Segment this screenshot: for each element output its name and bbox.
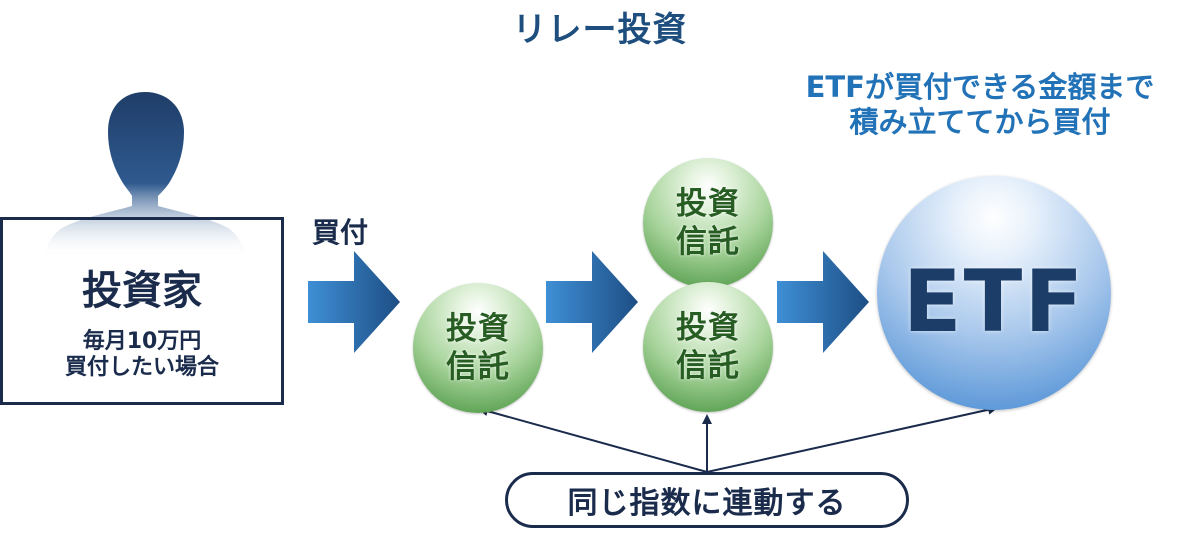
- etf-note: ETFが買付できる金額まで 積み立ててから買付: [760, 70, 1200, 140]
- fund-label-line-1: 投資: [446, 311, 510, 347]
- etf-note-line-2: 積み立ててから買付: [849, 105, 1111, 139]
- investor-label: 投資家: [82, 268, 202, 314]
- fund-circle-1: 投資 信託: [413, 283, 543, 413]
- same-index-box: 同じ指数に連動する: [505, 472, 909, 528]
- buy-label: 買付: [312, 216, 369, 249]
- etf-note-line-1: ETFが買付できる金額まで: [805, 70, 1155, 104]
- fund-label-line-1: 投資: [676, 186, 740, 222]
- flow-arrow-1: [308, 251, 400, 353]
- same-index-label: 同じ指数に連動する: [567, 486, 847, 521]
- fund-label-line-2: 信託: [676, 224, 740, 260]
- connector-to-etf: [706, 404, 998, 473]
- investor-silhouette-icon: [44, 92, 246, 258]
- investor-amount-text: 毎月10万円: [82, 329, 202, 354]
- etf-circle: ETF: [877, 176, 1111, 410]
- investor-condition-text: 買付したい場合: [64, 355, 219, 380]
- fund-label-line-1: 投資: [676, 310, 740, 346]
- flow-arrow-3: [777, 251, 869, 353]
- fund-circle-3: 投資 信託: [643, 282, 773, 412]
- etf-label: ETF: [902, 252, 1086, 352]
- connector-to-fund-1: [478, 406, 708, 473]
- diagram-title: リレー投資: [512, 10, 688, 50]
- fund-circle-2: 投資 信託: [643, 158, 773, 288]
- fund-label-line-2: 信託: [676, 348, 740, 384]
- flow-arrow-2: [546, 251, 638, 353]
- fund-label-line-2: 信託: [446, 349, 510, 385]
- investor-box: [0, 217, 284, 405]
